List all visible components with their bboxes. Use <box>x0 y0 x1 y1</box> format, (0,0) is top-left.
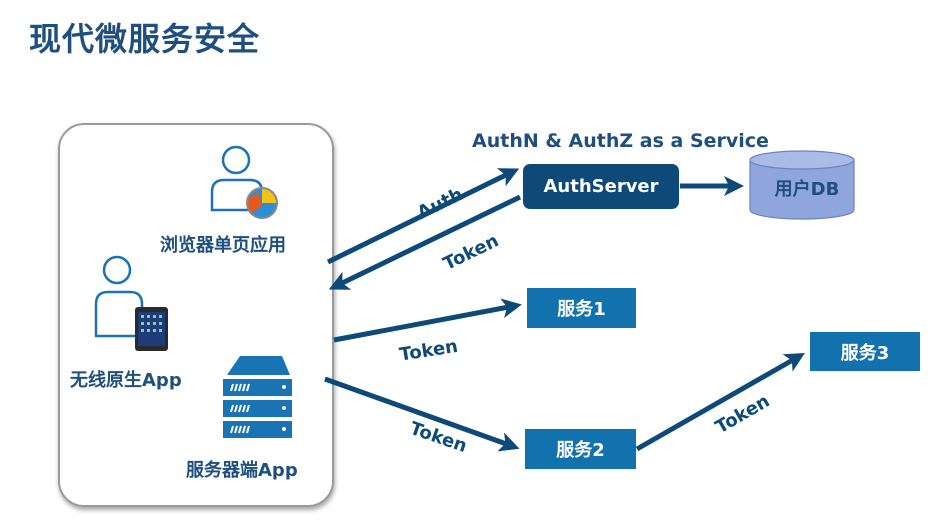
service-3-node: 服务3 <box>810 332 920 371</box>
token-svc3-arrow <box>635 353 805 452</box>
server-rack-icon <box>223 356 292 438</box>
auth-server-node: AuthServer <box>523 164 679 209</box>
token-svc1-arrow <box>333 298 522 343</box>
user-with-browser-icon <box>210 145 278 219</box>
token-return-arrow <box>328 194 522 290</box>
auth-service-caption: AuthN & AuthZ as a Service <box>472 130 769 152</box>
browser-spa-label: 浏览器单页应用 <box>160 235 286 256</box>
page-title: 现代微服务安全 <box>29 20 261 58</box>
service-1-node: 服务1 <box>527 288 636 328</box>
mobile-app-label: 无线原生App <box>70 370 182 391</box>
auth-arrow <box>326 168 520 265</box>
client-panel <box>58 123 334 507</box>
service-2-node: 服务2 <box>525 429 636 469</box>
token-svc2-arrow <box>324 376 520 452</box>
server-app-label: 服务器端App <box>186 460 298 481</box>
user-db-cylinder <box>749 150 855 220</box>
user-with-tablet-icon <box>94 255 168 351</box>
user-db-label: 用户DB <box>774 179 840 200</box>
